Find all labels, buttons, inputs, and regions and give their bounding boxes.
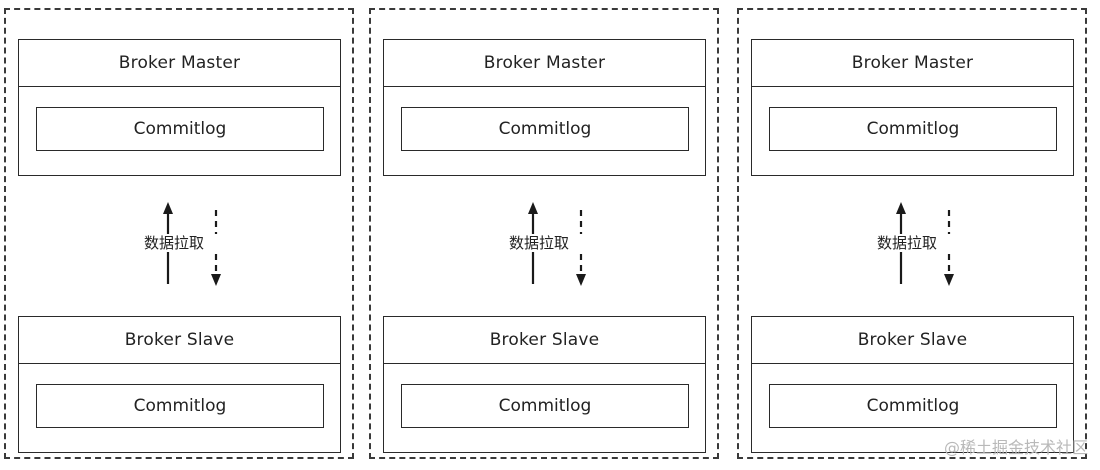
master-commitlog-box: Commitlog — [401, 107, 689, 151]
broker-master-box: Broker Master Commitlog — [383, 39, 706, 176]
broker-slave-title: Broker Slave — [752, 317, 1073, 364]
slave-commitlog-box: Commitlog — [769, 384, 1057, 428]
data-pull-label: 数据拉取 — [124, 234, 224, 252]
master-commitlog-box: Commitlog — [769, 107, 1057, 151]
down-arrow-head — [944, 274, 954, 286]
data-pull-link: 数据拉取 — [739, 200, 1085, 290]
data-pull-label: 数据拉取 — [857, 234, 957, 252]
up-arrow-head — [163, 202, 173, 214]
broker-master-title: Broker Master — [19, 40, 340, 87]
slave-commitlog-box: Commitlog — [36, 384, 324, 428]
broker-master-title: Broker Master — [384, 40, 705, 87]
broker-group-2: Broker Master Commitlog 数据拉取 Broker Slav… — [369, 8, 719, 459]
broker-master-box: Broker Master Commitlog — [18, 39, 341, 176]
broker-slave-title: Broker Slave — [384, 317, 705, 364]
broker-group-3: Broker Master Commitlog 数据拉取 Broker Slav… — [737, 8, 1087, 459]
up-arrow-head — [896, 202, 906, 214]
slave-commitlog-box: Commitlog — [401, 384, 689, 428]
down-arrow-head — [576, 274, 586, 286]
broker-slave-box: Broker Slave Commitlog — [383, 316, 706, 453]
data-pull-label: 数据拉取 — [489, 234, 589, 252]
broker-slave-box: Broker Slave Commitlog — [751, 316, 1074, 453]
data-pull-link: 数据拉取 — [6, 200, 352, 290]
watermark: @稀土掘金技术社区 — [943, 438, 1088, 457]
broker-slave-box: Broker Slave Commitlog — [18, 316, 341, 453]
broker-group-1: Broker Master Commitlog 数据拉取 Broker Slav… — [4, 8, 354, 459]
broker-master-title: Broker Master — [752, 40, 1073, 87]
up-arrow-head — [528, 202, 538, 214]
down-arrow-head — [211, 274, 221, 286]
data-pull-link: 数据拉取 — [371, 200, 717, 290]
broker-master-box: Broker Master Commitlog — [751, 39, 1074, 176]
master-commitlog-box: Commitlog — [36, 107, 324, 151]
broker-slave-title: Broker Slave — [19, 317, 340, 364]
